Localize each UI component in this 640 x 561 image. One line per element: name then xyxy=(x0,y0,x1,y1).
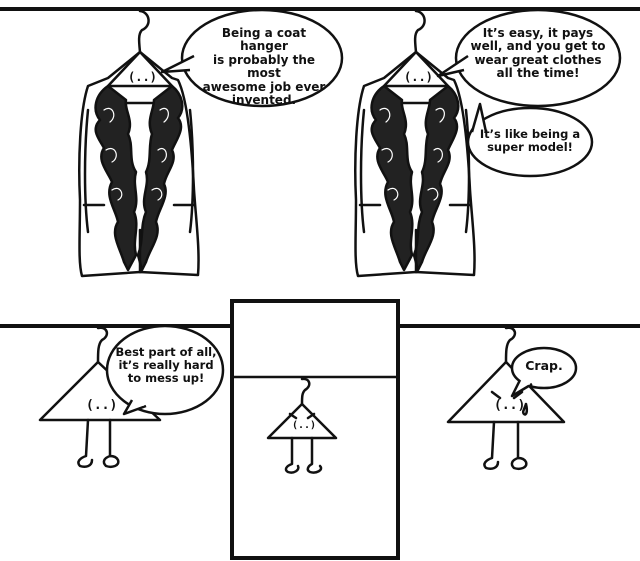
panel-2-speech-bubble-1 xyxy=(436,8,622,108)
panel-1-coat-hanger xyxy=(78,9,200,278)
panel-3-face: (..) xyxy=(86,398,118,413)
panel-2-coat-hanger xyxy=(354,9,476,278)
panel-3-speech-bubble xyxy=(105,324,225,416)
panel-1-face: (..) xyxy=(128,70,157,84)
panel-2-speech-text-1: It’s easy, it pays well, and you get to … xyxy=(470,26,606,81)
panel-4-face: (..) xyxy=(292,420,317,431)
panel-5-face: (..) xyxy=(494,398,526,413)
panel-2-face: (..) xyxy=(404,70,433,84)
panel-1-speech-bubble xyxy=(160,8,344,108)
panel-5-hanger-character xyxy=(446,326,566,470)
panel-1-speech-text: Being a coat hanger is probably the most… xyxy=(202,26,326,108)
panel-5-speech-text: Crap. xyxy=(525,358,563,373)
panel-5-speech-bubble xyxy=(510,346,578,398)
panel-2-speech-bubble-2 xyxy=(466,102,594,178)
panel-3-speech-text: Best part of all, it’s really hard to me… xyxy=(115,345,217,385)
panel-4-hanger-character xyxy=(266,377,338,474)
panel-2-speech-text-2: It’s like being a super model! xyxy=(479,127,581,154)
